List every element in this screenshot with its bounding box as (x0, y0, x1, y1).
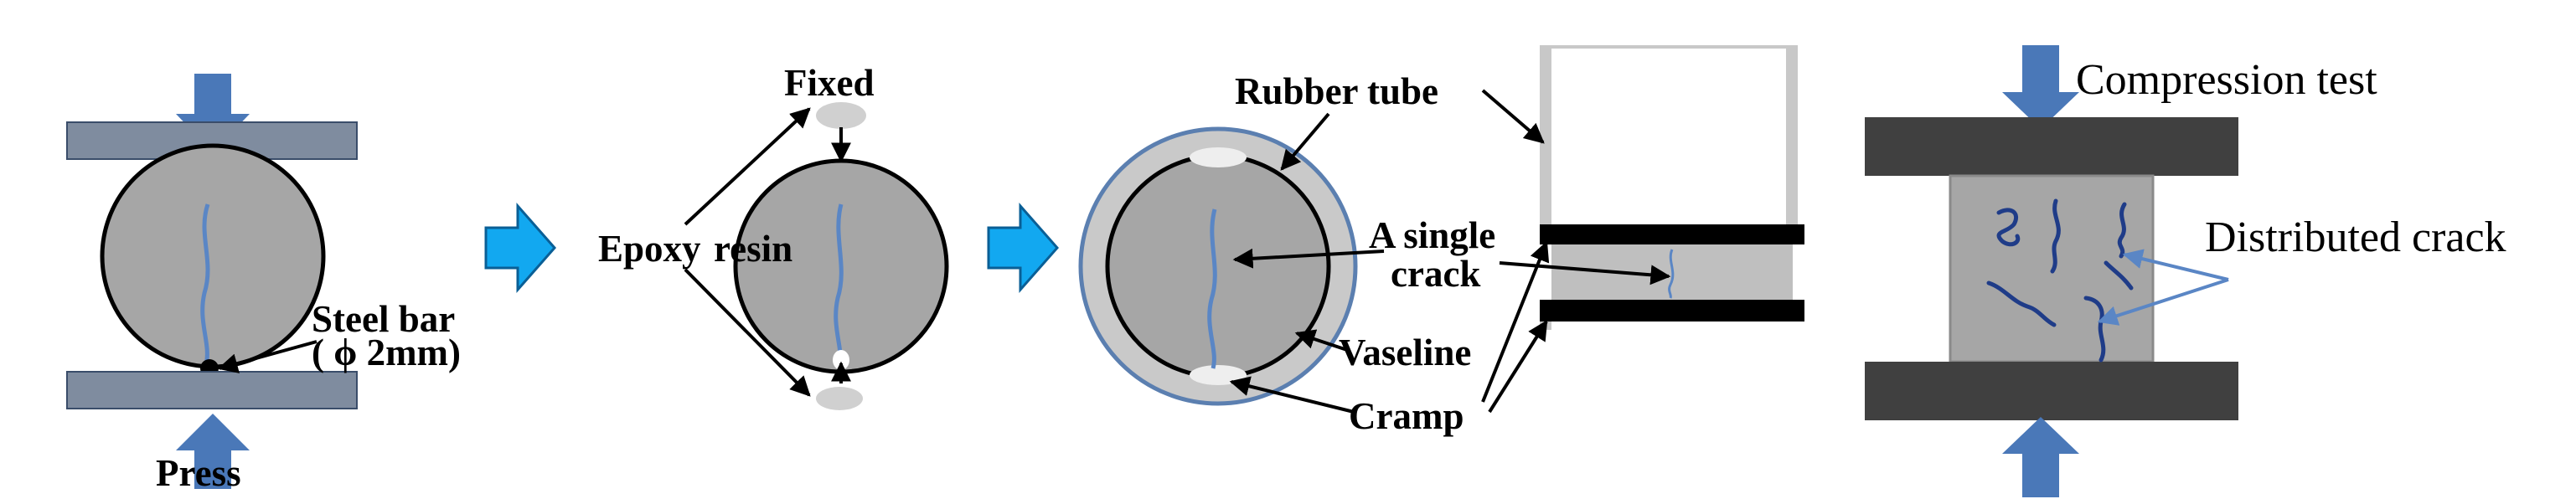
lower-epoxy-blob (816, 387, 863, 410)
panel-epoxy-fixing: Fixed Epoxy resin (598, 62, 949, 410)
steel-bar-leader (217, 340, 317, 373)
cramp-leader-left (1229, 376, 1355, 414)
resin-label: resin (714, 228, 792, 270)
steel-bar-diameter-label: ( ϕ 2mm) (312, 332, 461, 373)
crack-mark-3 (2117, 202, 2127, 259)
epoxy-label: Epoxy (598, 228, 701, 270)
top-cramp-pad (1190, 147, 1247, 167)
epoxy-leader-top (684, 107, 811, 226)
rubber-tube-leader-right (1481, 89, 1545, 144)
container-top-bar (1540, 45, 1798, 49)
bottom-plate (66, 371, 358, 409)
distributed-crack-label: Distributed crack (2205, 213, 2506, 261)
split-crack (200, 203, 210, 366)
bottom-compression-arrow (2002, 417, 2079, 497)
top-compression-arrow (2002, 45, 2079, 129)
step-arrow-1 (484, 203, 556, 293)
tube-disc-crack (1207, 208, 1217, 369)
specimen-disc (100, 143, 326, 369)
rubber-tube-leader (1280, 112, 1330, 171)
panel-split-test: Steel bar ( ϕ 2mm) Press (66, 74, 461, 494)
epoxy-leader-bottom (684, 268, 811, 397)
vaseline-label: Vaseline (1339, 332, 1471, 373)
top-plate (66, 121, 358, 160)
compression-top-plate (1865, 117, 2238, 176)
bottom-press-arrow (176, 414, 250, 489)
cramp-leader-right-upper (1481, 240, 1550, 403)
panel-compression-test: Compression test Distributed crack (1865, 45, 2506, 497)
crack-mark-6 (2104, 260, 2134, 291)
vaseline-disc (1105, 153, 1331, 379)
cramp-leader-right-lower (1488, 319, 1548, 414)
container-upper-clamp (1540, 224, 1804, 244)
crack-mark-4 (1986, 280, 2057, 327)
crack-mark-2 (2050, 198, 2061, 274)
panel-rubber-tube: Rubber tube A single crack Vaseline Cram… (1078, 45, 1804, 437)
cramp-label: Cramp (1349, 395, 1464, 437)
a-single-label: A single (1369, 214, 1495, 256)
container-left-wall (1540, 45, 1551, 234)
fixed-label: Fixed (784, 62, 875, 104)
press-label: Press (156, 452, 241, 494)
top-epoxy-blob (816, 102, 866, 129)
rubber-tube-label: Rubber tube (1235, 70, 1438, 112)
distributed-leader-lower (2097, 278, 2229, 326)
crack-label: crack (1391, 253, 1480, 295)
distributed-leader-upper (2122, 249, 2229, 281)
fixed-disc-crack (834, 203, 844, 369)
steel-bar-label: Steel bar (312, 298, 455, 340)
single-crack-leader-right (1499, 261, 1671, 286)
container-lower-clamp (1540, 300, 1804, 322)
compression-test-label: Compression test (2076, 56, 2377, 104)
compression-bottom-plate (1865, 362, 2238, 420)
container-right-wall (1786, 45, 1798, 234)
vaseline-leader (1294, 329, 1348, 352)
step-arrow-2 (987, 203, 1059, 293)
single-crack-leader-left (1232, 248, 1385, 269)
crack-mark-1 (1996, 208, 2021, 247)
